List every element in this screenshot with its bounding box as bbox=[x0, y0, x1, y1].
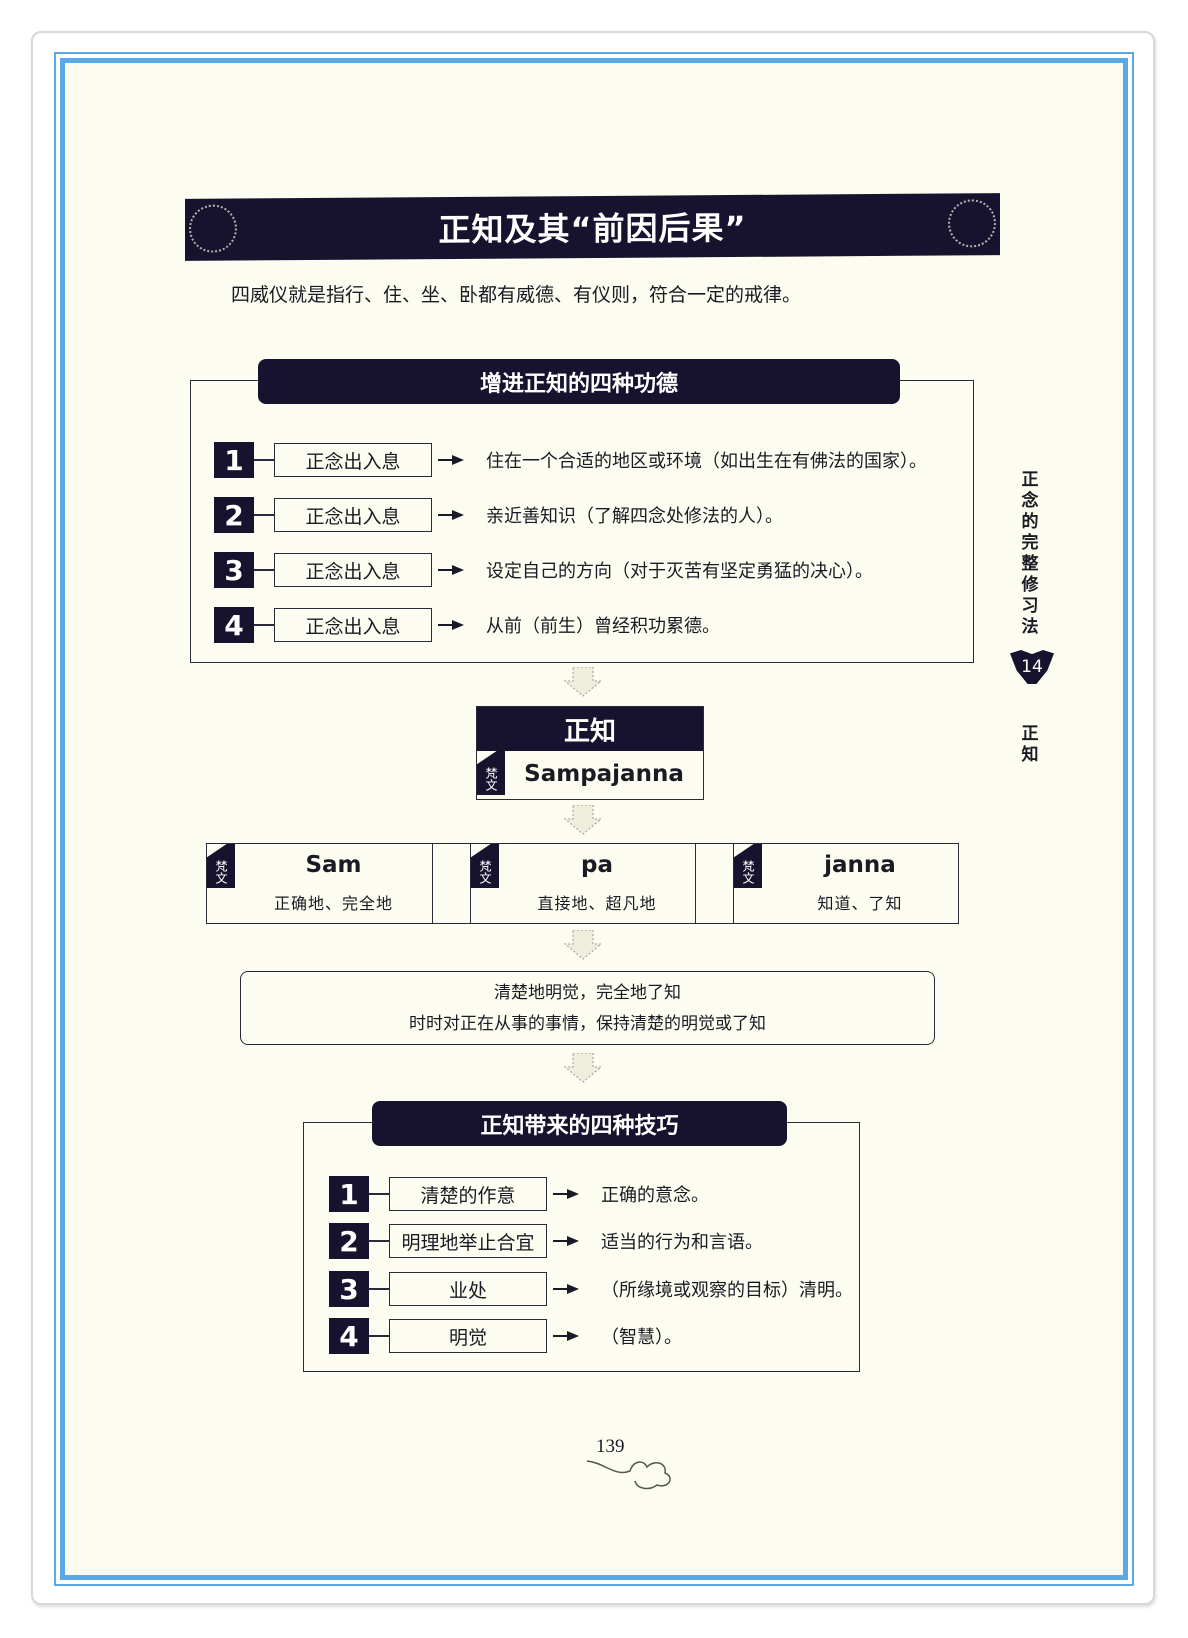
arrow-right-icon bbox=[438, 620, 468, 630]
cloud-ornament-icon bbox=[586, 1460, 671, 1490]
lotus-ornament-icon bbox=[189, 204, 237, 253]
list-item: 2 明理地举止合宜 适当的行为和言语。 bbox=[329, 1223, 763, 1259]
connector bbox=[369, 1335, 389, 1337]
item-description: （所缘境或观察的目标）清明。 bbox=[601, 1280, 853, 1301]
down-arrow-icon bbox=[563, 805, 603, 835]
connector bbox=[254, 624, 274, 626]
page-title: 正知及其“前因后果” bbox=[438, 208, 747, 250]
item-description: 从前（前生）曾经积功累德。 bbox=[486, 616, 720, 637]
item-number: 3 bbox=[214, 552, 254, 588]
item-number: 2 bbox=[329, 1223, 369, 1259]
item-label: 正念出入息 bbox=[274, 608, 432, 642]
item-label: 明觉 bbox=[389, 1319, 547, 1353]
page-number: 139 bbox=[596, 1436, 625, 1457]
item-label: 清楚的作意 bbox=[389, 1177, 547, 1211]
section-title-vertical: 正知 bbox=[1021, 724, 1039, 765]
item-description: 亲近善知识（了解四念处修法的人）。 bbox=[486, 506, 783, 527]
list-item: 4 正念出入息 从前（前生）曾经积功累德。 bbox=[214, 607, 720, 643]
sanskrit-tag: 梵文 bbox=[471, 844, 499, 888]
zhengzhi-title: 正知 bbox=[477, 707, 703, 751]
item-number: 1 bbox=[329, 1176, 369, 1212]
arrow-right-icon bbox=[553, 1236, 583, 1246]
arrow-right-icon bbox=[438, 455, 468, 465]
definition-line: 时时对正在从事的事情，保持清楚的明觉或了知 bbox=[409, 1014, 766, 1034]
item-number: 4 bbox=[329, 1318, 369, 1354]
connector bbox=[369, 1288, 389, 1290]
connector bbox=[369, 1193, 389, 1195]
arrow-right-icon bbox=[553, 1284, 583, 1294]
title-banner: 正知及其“前因后果” bbox=[185, 193, 1000, 261]
meaning: 直接地、超凡地 bbox=[537, 894, 657, 913]
item-number: 1 bbox=[214, 442, 254, 478]
down-arrow-icon bbox=[563, 930, 603, 960]
list-item: 4 明觉 （智慧）。 bbox=[329, 1318, 682, 1354]
item-number: 2 bbox=[214, 497, 254, 533]
sanskrit-word: pa bbox=[581, 852, 613, 878]
item-description: 正确的意念。 bbox=[601, 1185, 709, 1206]
arrow-right-icon bbox=[553, 1331, 583, 1341]
item-description: （智慧）。 bbox=[601, 1327, 682, 1348]
down-arrow-icon bbox=[563, 667, 603, 697]
arrow-right-icon bbox=[553, 1189, 583, 1199]
merits-header: 增进正知的四种功德 bbox=[258, 359, 900, 404]
item-number: 3 bbox=[329, 1271, 369, 1307]
definition-box: 清楚地明觉，完全地了知 时时对正在从事的事情，保持清楚的明觉或了知 bbox=[240, 971, 935, 1045]
list-item: 1 清楚的作意 正确的意念。 bbox=[329, 1176, 709, 1212]
skills-header: 正知带来的四种技巧 bbox=[372, 1101, 787, 1146]
sanskrit-word: Sam bbox=[305, 852, 362, 878]
arrow-right-icon bbox=[438, 565, 468, 575]
item-label: 业处 bbox=[389, 1272, 547, 1306]
etymology-part: 梵文 pa 直接地、超凡地 bbox=[470, 843, 696, 924]
page-border bbox=[54, 52, 1134, 1586]
item-number: 4 bbox=[214, 607, 254, 643]
connector bbox=[254, 459, 274, 461]
meaning: 知道、了知 bbox=[817, 894, 903, 913]
meaning: 正确地、完全地 bbox=[273, 894, 393, 913]
list-item: 2 正念出入息 亲近善知识（了解四念处修法的人）。 bbox=[214, 497, 783, 533]
sanskrit-word: Sampajanna bbox=[524, 761, 684, 787]
arrow-right-icon bbox=[438, 510, 468, 520]
item-description: 住在一个合适的地区或环境（如出生在有佛法的国家）。 bbox=[486, 451, 927, 472]
list-item: 1 正念出入息 住在一个合适的地区或环境（如出生在有佛法的国家）。 bbox=[214, 442, 927, 478]
item-label: 正念出入息 bbox=[274, 498, 432, 532]
sanskrit-word: janna bbox=[824, 852, 896, 878]
connector bbox=[254, 514, 274, 516]
item-label: 正念出入息 bbox=[274, 443, 432, 477]
connector bbox=[369, 1240, 389, 1242]
down-arrow-icon bbox=[563, 1053, 603, 1083]
connector bbox=[254, 569, 274, 571]
definition-line: 清楚地明觉，完全地了知 bbox=[494, 983, 681, 1003]
item-label: 明理地举止合宜 bbox=[389, 1224, 547, 1258]
item-description: 适当的行为和言语。 bbox=[601, 1232, 763, 1253]
chapter-title-vertical: 正念的完整修习法 bbox=[1021, 470, 1039, 637]
list-item: 3 业处 （所缘境或观察的目标）清明。 bbox=[329, 1271, 853, 1307]
item-label: 正念出入息 bbox=[274, 553, 432, 587]
intro-text: 四威仪就是指行、住、坐、卧都有威德、有仪则，符合一定的戒律。 bbox=[231, 284, 802, 306]
list-item: 3 正念出入息 设定自己的方向（对于灭苦有坚定勇猛的决心）。 bbox=[214, 552, 873, 588]
item-description: 设定自己的方向（对于灭苦有坚定勇猛的决心）。 bbox=[486, 561, 873, 582]
zhengzhi-box: 正知 梵文 Sampajanna bbox=[476, 706, 704, 800]
lotus-ornament-icon bbox=[948, 199, 996, 248]
